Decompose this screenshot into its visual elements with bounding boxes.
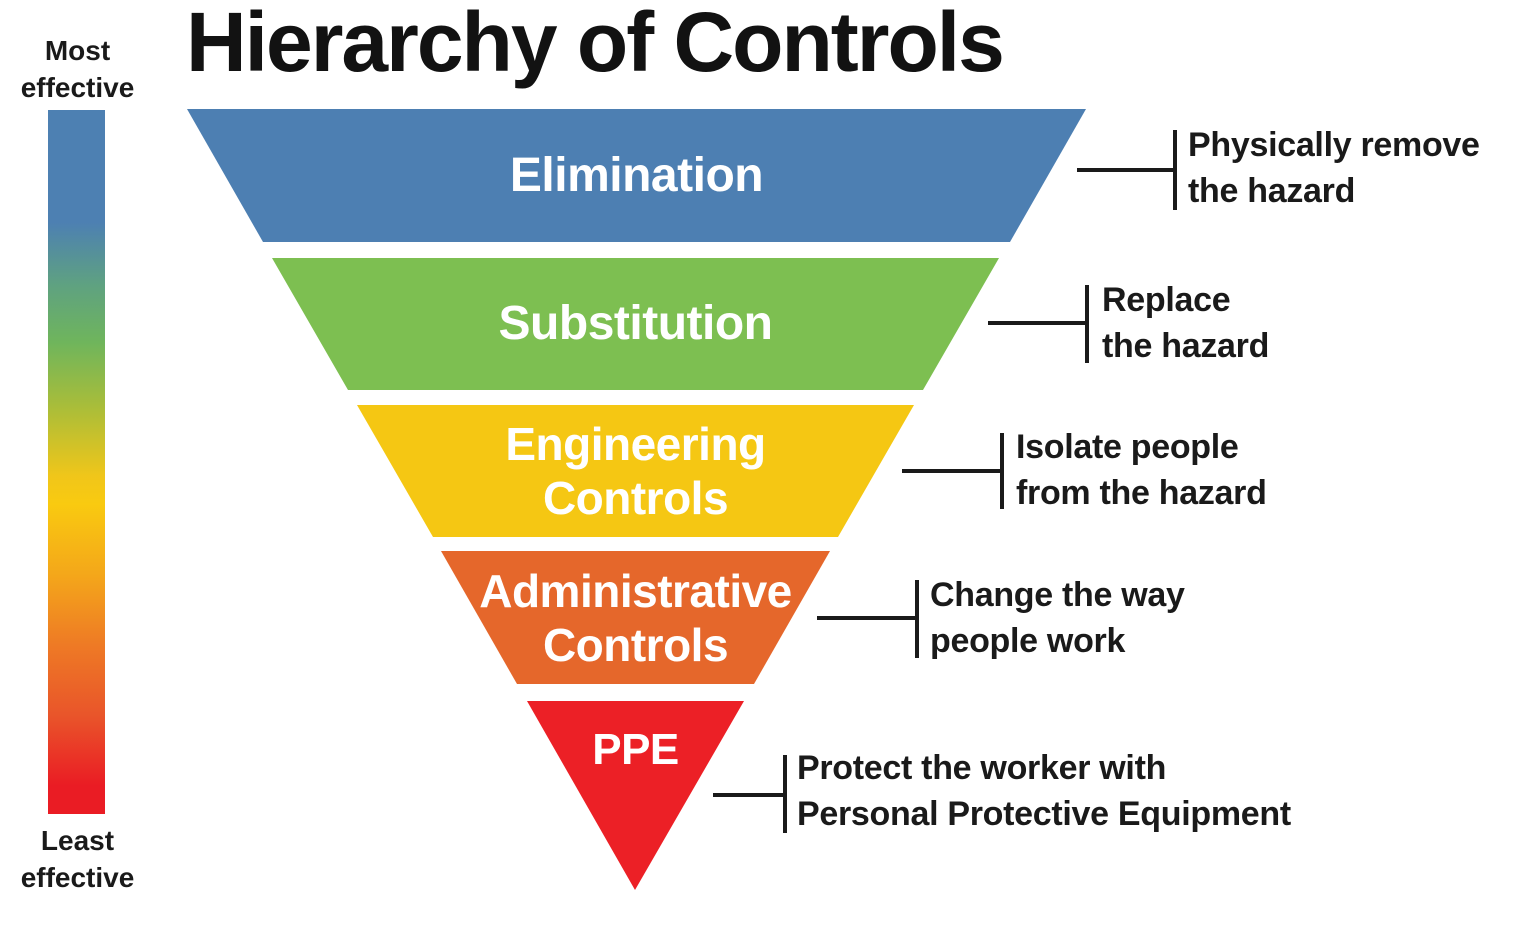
least-effective-line2: effective [20,862,135,893]
band-administrative-controls-label: Administrative Controls [479,564,792,671]
elimination-connector-line [1077,168,1175,172]
most-effective-line1: Most [44,35,111,66]
most-effective-label: Most effective [0,32,155,106]
band-elimination: Elimination [187,109,1086,242]
administrative-connector-tick [915,580,919,658]
band-substitution: Substitution [272,258,999,390]
administrative-description: Change the way people work [930,576,1185,660]
least-effective-line1: Least [40,825,115,856]
elimination-description: Physically remove the hazard [1188,126,1480,210]
substitution-connector-tick [1085,285,1089,363]
administrative-connector-line [817,616,917,620]
engineering-connector-tick [1000,433,1004,509]
substitution-description: Replace the hazard [1102,281,1270,365]
band-engineering-controls-label: Engineering Controls [505,418,766,524]
substitution-connector-line [988,321,1087,325]
ppe-connector-line [713,793,785,797]
page-title: Hierarchy of Controls [186,0,1005,89]
engineering-description: Isolate people from the hazard [1016,428,1267,512]
band-substitution-label: Substitution [498,297,773,350]
effectiveness-gradient-bar [48,110,105,814]
least-effective-label: Least effective [0,822,155,896]
band-administrative-controls: Administrative Controls [441,551,830,684]
band-engineering-controls: Engineering Controls [357,405,914,537]
band-ppe-label: PPE [592,725,679,774]
band-ppe: PPE [527,701,744,890]
ppe-connector-tick [783,755,787,833]
ppe-description: Protect the worker with Personal Protect… [797,749,1291,833]
engineering-connector-line [902,469,1002,473]
elimination-connector-tick [1173,130,1177,210]
band-elimination-label: Elimination [509,148,764,202]
most-effective-line2: effective [20,72,135,103]
